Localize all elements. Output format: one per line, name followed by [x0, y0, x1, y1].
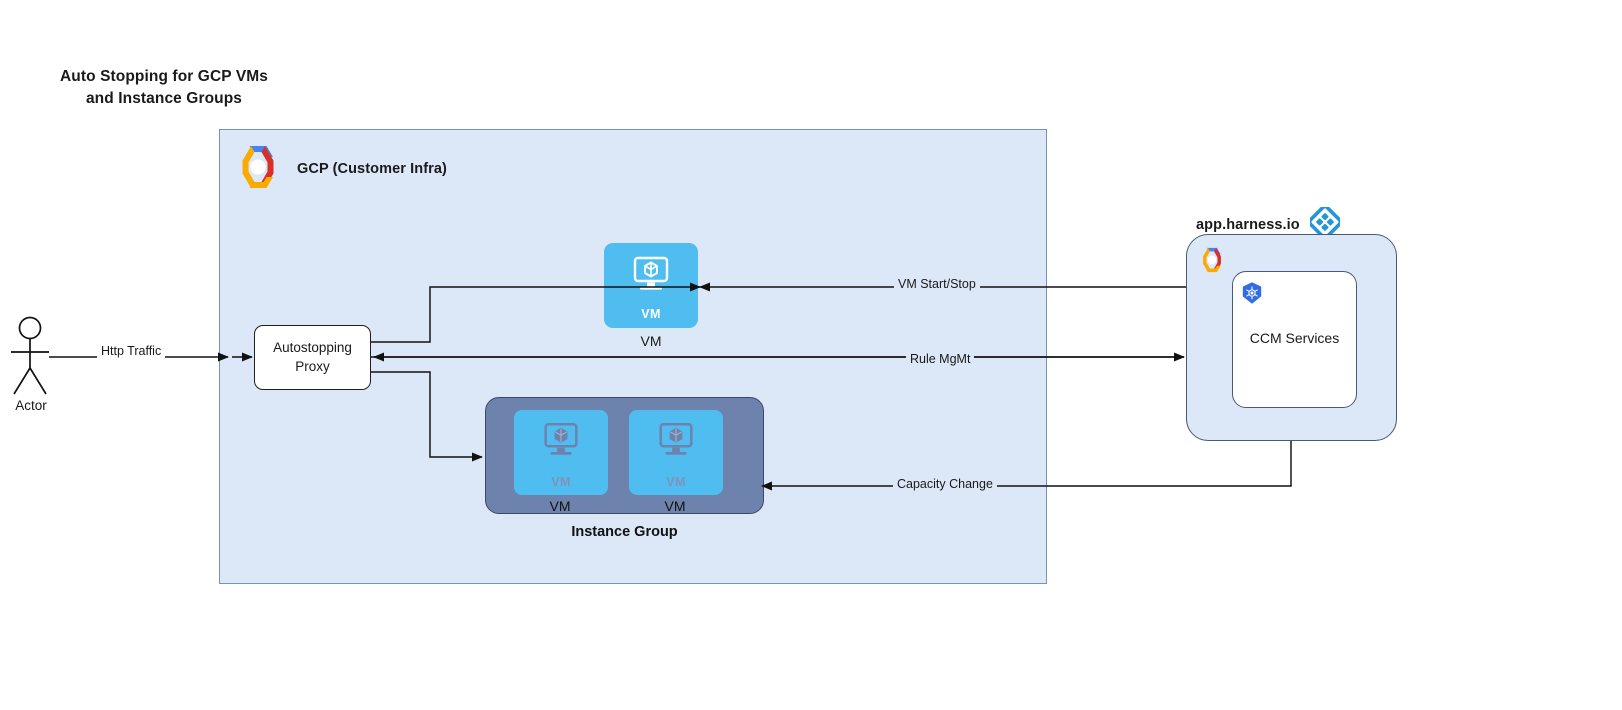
vm-label: VM — [640, 333, 662, 349]
instance-group-label: Instance Group — [571, 524, 678, 540]
instance-group-vm-label: VM — [664, 498, 686, 514]
instance-group-vm: VM — [629, 410, 723, 495]
instance-group-vm-inner-label: VM — [666, 475, 686, 489]
vm-inner-label: VM — [641, 307, 661, 321]
instance-group-vm-label: VM — [549, 498, 571, 514]
edge-label-rule-mgmt: Rule MgMt — [906, 352, 975, 366]
edge-label-capacity-change: Capacity Change — [893, 477, 997, 491]
autostopping-proxy-label: Autostopping Proxy — [273, 340, 352, 374]
vm-monitor-cube-icon — [514, 420, 608, 463]
harness-title-label: app.harness.io — [1196, 216, 1300, 233]
actor-label: Actor — [15, 398, 47, 413]
gcp-logo-icon — [232, 143, 284, 196]
edge-label-http-traffic: Http Traffic — [97, 344, 166, 358]
vm-monitor-cube-icon — [604, 254, 698, 298]
kubernetes-icon — [1240, 281, 1264, 310]
ccm-services-box — [1232, 271, 1357, 408]
gcp-logo-icon — [1197, 246, 1227, 279]
page-title: Auto Stopping for GCP VMs and Instance G… — [59, 68, 268, 107]
harness-title: app.harness.io — [1196, 204, 1342, 242]
instance-group-vm: VM — [514, 410, 608, 495]
instance-group-vm-inner-label: VM — [551, 475, 571, 489]
gcp-container-label: GCP (Customer Infra) — [297, 161, 447, 177]
autostopping-proxy-node: Autostopping Proxy — [254, 325, 371, 390]
vm-node: VM — [604, 243, 698, 328]
harness-logo-icon — [1307, 204, 1342, 242]
instance-group-node: VM VM — [485, 397, 764, 514]
actor-stick-figure-icon — [8, 316, 70, 403]
gcp-header: GCP (Customer Infra) — [232, 140, 447, 198]
vm-monitor-cube-icon — [629, 420, 723, 463]
ccm-services-label: CCM Services — [1249, 330, 1340, 346]
edge-label-vm-start-stop: VM Start/Stop — [894, 277, 980, 291]
